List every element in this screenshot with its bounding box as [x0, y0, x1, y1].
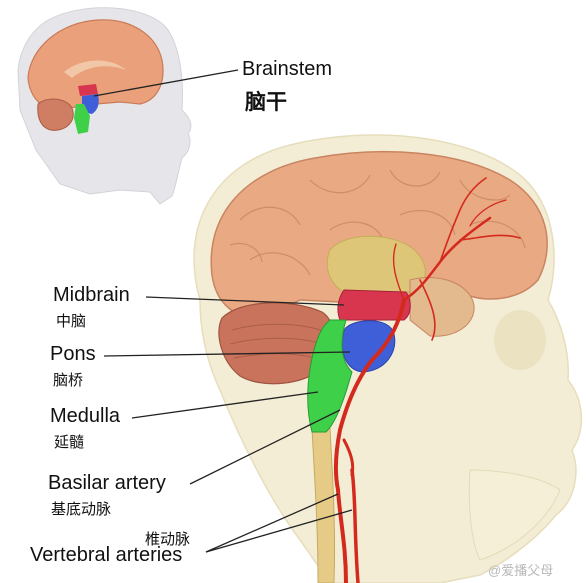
vertebral-artery-1	[336, 488, 348, 583]
medulla	[307, 319, 353, 433]
arteries	[333, 177, 521, 583]
vertebral-artery-3	[342, 438, 355, 477]
midbrain-leader	[145, 296, 345, 306]
vertebral-leader-1	[205, 493, 339, 553]
pons	[341, 320, 396, 373]
cerebral-artery-branch-5	[469, 199, 507, 227]
midbrain-label-zh: 中脑	[56, 313, 87, 330]
watermark: @爱播父母	[488, 563, 554, 578]
cerebral-artery-branch-1	[439, 177, 487, 263]
medulla-label-zh: 延髓	[54, 434, 85, 451]
vertebral-leader-2	[205, 509, 353, 553]
pons-label: Pons	[50, 343, 96, 365]
inset-head	[17, 7, 192, 205]
vertebral-arteries-label-zh: 椎动脉	[145, 531, 191, 548]
vertebral-arteries-label: Vertebral arteries	[30, 544, 183, 566]
jaw	[468, 469, 561, 561]
basilar-artery	[333, 298, 406, 492]
main-head	[193, 134, 583, 583]
pons-leader	[103, 351, 351, 357]
brainstem-label: Brainstem	[242, 58, 333, 80]
brainstem-leader	[93, 69, 239, 97]
basilar-artery-label: Basilar artery	[48, 472, 166, 494]
basilar-artery-label-zh: 基底动脉	[51, 501, 112, 518]
inset-corpus	[64, 60, 126, 78]
brainstem-label-zh: 脑干	[245, 91, 287, 114]
cerebral-artery-branch-2	[459, 234, 521, 241]
leader-lines	[93, 69, 353, 553]
medulla-leader	[131, 391, 319, 419]
inset-midbrain	[78, 84, 98, 96]
midbrain-label: Midbrain	[53, 284, 130, 306]
cerebral-artery-branch-4	[392, 243, 405, 301]
inset-cerebellum	[37, 98, 74, 131]
cerebral-artery-branch-3	[419, 279, 436, 341]
spinal-cord	[311, 427, 336, 583]
medulla-label: Medulla	[50, 405, 121, 427]
pons-label-zh: 脑桥	[53, 372, 84, 389]
vertebral-artery-2	[350, 468, 360, 583]
inset-medulla	[74, 104, 90, 134]
eye-socket	[494, 310, 546, 370]
basilar-leader	[189, 409, 341, 485]
thalamus	[326, 235, 426, 295]
cerebrum	[210, 150, 548, 319]
